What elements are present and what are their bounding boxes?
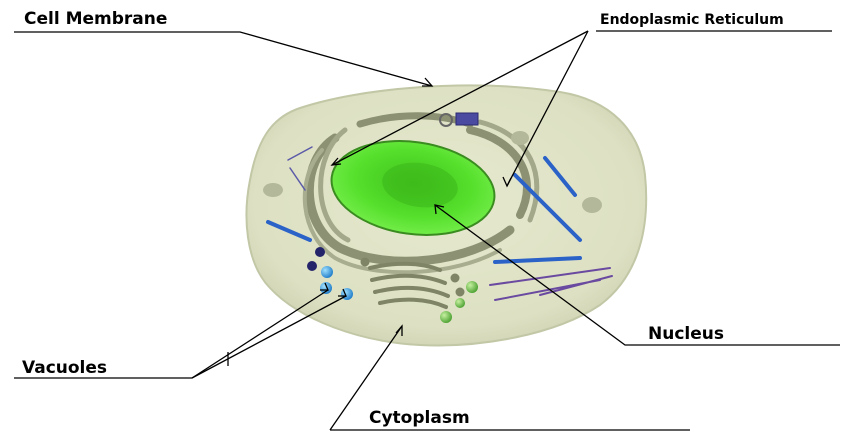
label-nucleus: Nucleus	[648, 326, 724, 343]
label-cytoplasm: Cytoplasm	[369, 410, 470, 427]
label-cell-membrane: Cell Membrane	[24, 11, 167, 28]
label-endoplasmic-reticulum: Endoplasmic Reticulum	[600, 13, 784, 27]
label-vacuoles: Vacuoles	[22, 360, 107, 377]
centriole-bundle	[456, 113, 478, 125]
